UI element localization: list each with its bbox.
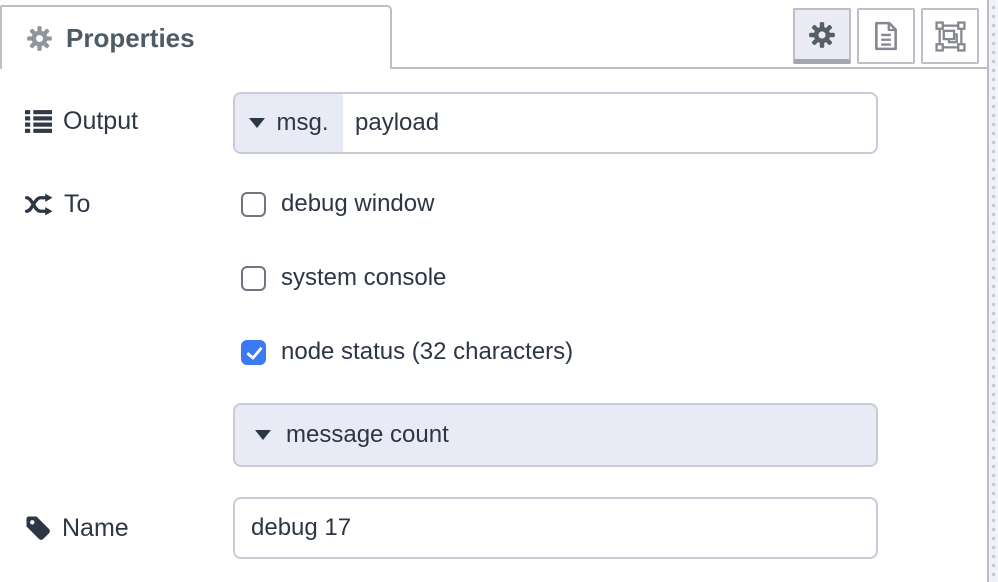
tabbar-divider bbox=[0, 67, 987, 69]
name-label-text: Name bbox=[62, 513, 129, 542]
debug-window-checkbox-label: debug window bbox=[281, 190, 435, 217]
typed-input-value-wrap bbox=[343, 94, 876, 152]
typed-input-type-label: msg. bbox=[276, 109, 329, 136]
tray-resize-handle[interactable] bbox=[987, 0, 998, 582]
output-property-input[interactable] bbox=[343, 94, 876, 152]
output-label: Output bbox=[25, 103, 138, 139]
gear-icon bbox=[27, 25, 52, 51]
node-status-checkbox-label: node status (32 characters) bbox=[281, 338, 574, 365]
node-status-checkbox-row[interactable]: node status (32 characters) bbox=[241, 338, 573, 366]
to-label-text: To bbox=[64, 189, 91, 218]
system-console-checkbox-label: system console bbox=[281, 264, 447, 291]
system-console-checkbox[interactable] bbox=[241, 265, 266, 291]
debug-window-checkbox[interactable] bbox=[241, 191, 266, 217]
system-console-checkbox-row[interactable]: system console bbox=[241, 264, 446, 292]
name-label: Name bbox=[25, 510, 129, 546]
typed-input-type-button[interactable]: msg. bbox=[235, 94, 343, 152]
tag-icon bbox=[26, 516, 50, 540]
chevron-down-icon bbox=[249, 118, 266, 128]
tab-properties-label: Properties bbox=[66, 22, 195, 53]
properties-tab-button[interactable] bbox=[793, 8, 851, 64]
name-field-wrap bbox=[233, 497, 878, 559]
output-typed-input: msg. bbox=[233, 92, 878, 154]
list-icon bbox=[25, 109, 52, 133]
chevron-down-icon bbox=[255, 430, 271, 440]
shuffle-icon bbox=[25, 193, 53, 215]
status-source-selected-value: message count bbox=[286, 421, 449, 448]
gear-icon bbox=[809, 21, 835, 48]
document-icon bbox=[875, 21, 897, 51]
debug-window-checkbox-row[interactable]: debug window bbox=[241, 190, 434, 218]
node-status-checkbox[interactable] bbox=[241, 339, 266, 365]
output-label-text: Output bbox=[63, 106, 139, 135]
appearance-tab-button[interactable] bbox=[921, 8, 979, 64]
tab-properties[interactable]: Properties bbox=[0, 5, 392, 69]
edit-tabs-toolbar bbox=[793, 8, 979, 64]
appearance-icon bbox=[934, 20, 966, 52]
status-source-select[interactable]: message count bbox=[233, 403, 878, 467]
description-tab-button[interactable] bbox=[857, 8, 915, 64]
to-label: To bbox=[25, 186, 90, 222]
name-input[interactable] bbox=[235, 499, 876, 557]
